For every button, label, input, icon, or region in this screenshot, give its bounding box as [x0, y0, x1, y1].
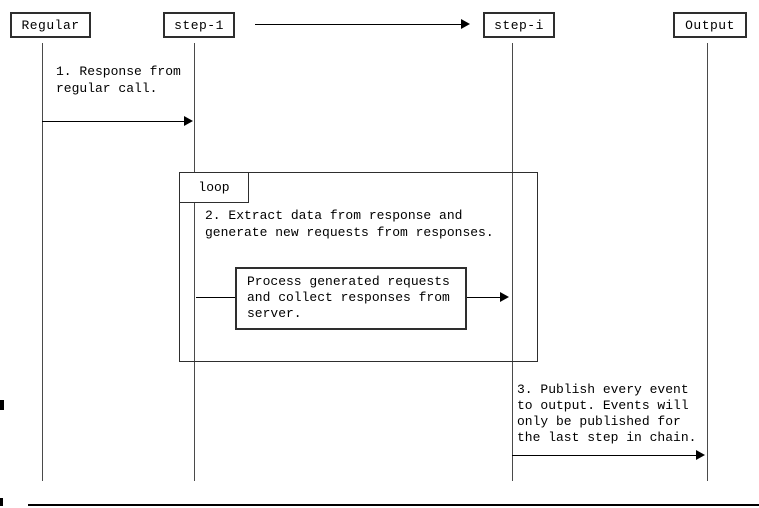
actor-box-step-1: step-1	[163, 12, 235, 38]
connector-step1-to-process-box	[196, 297, 235, 298]
arrow-message-3	[512, 450, 705, 461]
process-box: Process generated requests and collect r…	[235, 267, 467, 330]
actor-label-step-1: step-1	[174, 17, 224, 33]
lifeline-output	[707, 43, 708, 481]
loop-label: loop	[198, 180, 230, 195]
actor-box-regular: Regular	[10, 12, 91, 38]
arrow-process-box-to-stepi	[467, 292, 509, 303]
actor-box-output: Output	[673, 12, 747, 38]
actor-label-output: Output	[685, 17, 735, 33]
arrow-step1-to-stepi	[255, 19, 470, 30]
left-edge-mark	[0, 498, 3, 506]
loop-label-box: loop	[180, 173, 249, 203]
message-1-text: 1. Response from regular call.	[56, 64, 181, 96]
loop-frame: loop	[179, 172, 538, 362]
left-edge-mark	[0, 400, 4, 410]
actor-label-regular: Regular	[21, 17, 80, 33]
arrowhead-right-icon	[696, 450, 705, 460]
lifeline-step-i	[512, 43, 513, 481]
arrowhead-right-icon	[184, 116, 193, 126]
arrow-shaft	[512, 455, 699, 456]
arrow-shaft	[467, 297, 503, 298]
window-bottom-border	[28, 504, 759, 506]
actor-label-step-i: step-i	[494, 17, 544, 33]
lifeline-step-1	[194, 43, 195, 481]
arrowhead-right-icon	[500, 292, 509, 302]
arrow-shaft	[255, 24, 464, 25]
arrow-message-1	[42, 116, 193, 127]
arrow-shaft	[42, 121, 187, 122]
actor-box-step-i: step-i	[483, 12, 555, 38]
lifeline-regular	[42, 43, 43, 481]
arrowhead-right-icon	[461, 19, 470, 29]
message-3-text: 3. Publish every event to output. Events…	[517, 382, 697, 445]
message-2-text: 2. Extract data from response and genera…	[205, 208, 494, 240]
